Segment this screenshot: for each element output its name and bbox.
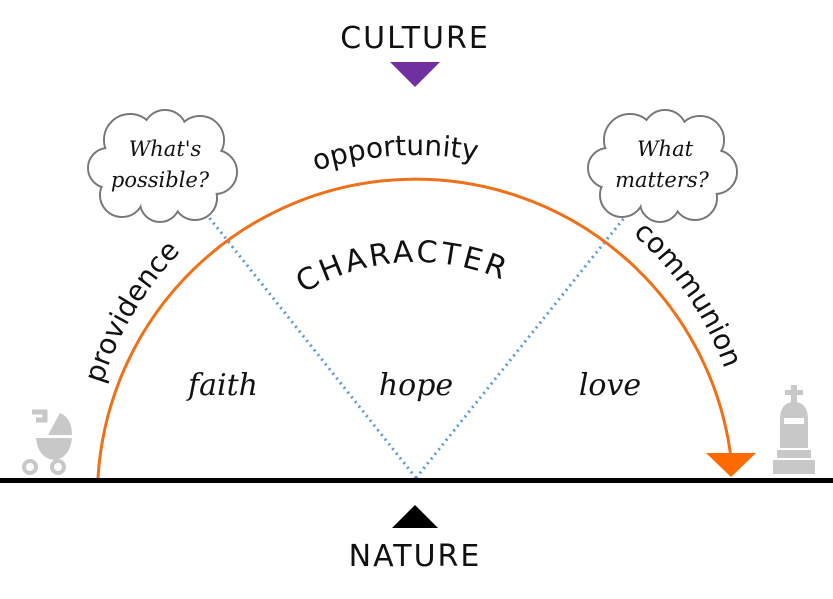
virtue-love: love [579,368,641,403]
ground-line [0,478,833,483]
providence-label: providence [78,234,186,387]
character-label: CHARACTER [290,235,514,301]
opportunity-label: opportunity [308,129,481,178]
nature-label: NATURE [349,539,482,574]
virtue-faith: faith [186,368,258,403]
thought-cloud-right: What matters? [587,109,738,223]
cloud-right-line1: What [637,137,694,161]
culture-label: CULTURE [340,21,490,56]
nature-arrow [392,505,438,528]
thought-cloud-left: What's possible? [87,109,238,223]
baby-stroller-icon [22,409,72,475]
cloud-left-line1: What's [129,137,202,161]
cloud-left-line2: possible? [111,168,210,192]
culture-arrow [390,62,440,87]
cloud-right-line2: matters? [615,168,710,192]
dotted-line-left [198,205,418,479]
communion-label: communion [628,215,749,372]
arc-arrowhead [706,453,756,477]
gravestone-icon [773,385,815,474]
life-arc [96,177,733,479]
dotted-line-right [414,207,634,479]
virtue-hope: hope [379,368,453,403]
